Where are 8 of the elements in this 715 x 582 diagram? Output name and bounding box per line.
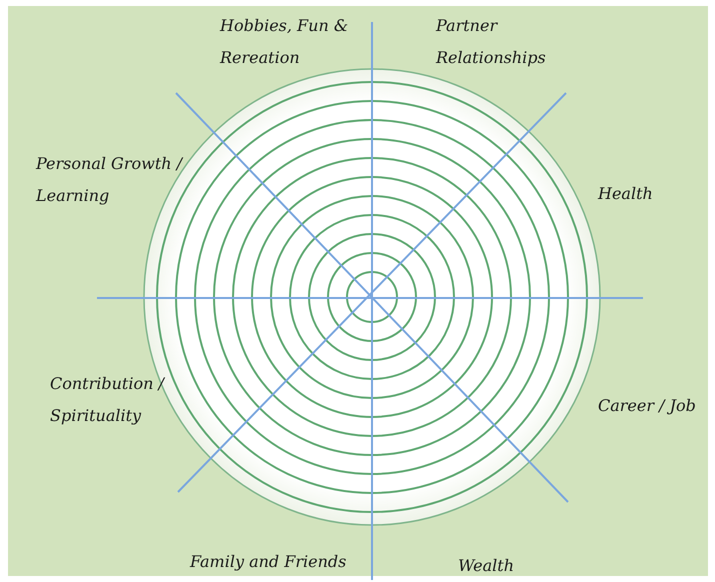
category-label: Partner Relationships [436, 15, 547, 69]
category-label: Wealth [458, 555, 515, 577]
category-label: Contribution / Spirituality [50, 373, 166, 427]
category-label: Personal Growth / Learning [36, 153, 184, 207]
category-label: Health [598, 183, 654, 205]
category-label: Career / Job [598, 395, 697, 417]
category-label: Family and Friends [190, 551, 348, 573]
category-label: Hobbies, Fun & Rereation [220, 15, 350, 69]
